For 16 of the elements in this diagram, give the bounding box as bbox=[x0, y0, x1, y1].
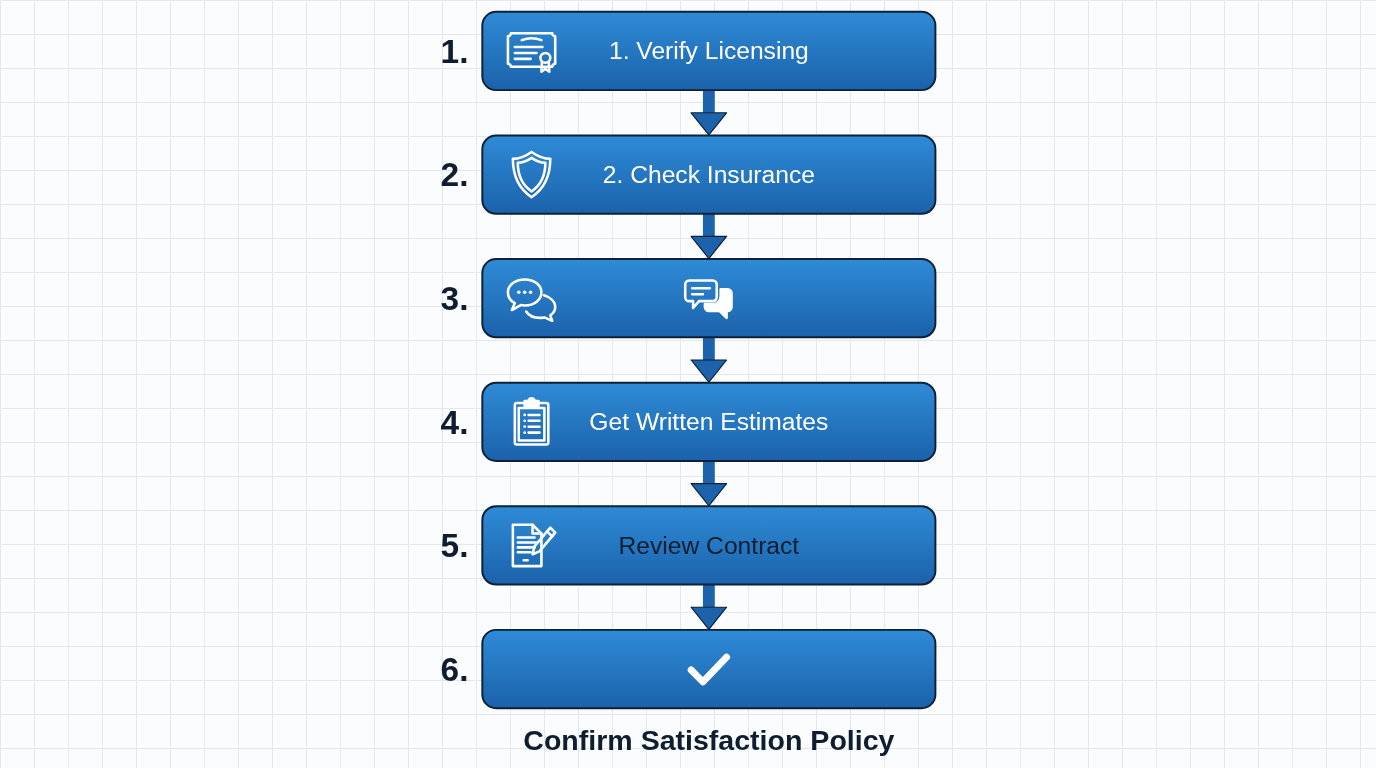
step-label: Get Written Estimates bbox=[589, 406, 829, 437]
step-label: 1. Verify Licensing bbox=[608, 36, 809, 64]
step-number: 2. bbox=[440, 156, 469, 194]
arrow bbox=[690, 337, 728, 383]
step-number: 1. bbox=[440, 32, 469, 70]
step-number: 5. bbox=[440, 527, 469, 565]
step-number: 3. bbox=[440, 279, 469, 317]
arrow bbox=[690, 460, 728, 507]
arrow bbox=[690, 584, 728, 630]
arrow bbox=[690, 90, 728, 136]
step-number: 6. bbox=[440, 650, 469, 688]
step-number: 4. bbox=[440, 403, 469, 441]
step-caption: Confirm Satisfaction Policy bbox=[523, 723, 895, 756]
step-label: Review Contract bbox=[618, 529, 800, 561]
arrow bbox=[690, 213, 728, 260]
step-label: 2. Check Insurance bbox=[602, 160, 815, 188]
